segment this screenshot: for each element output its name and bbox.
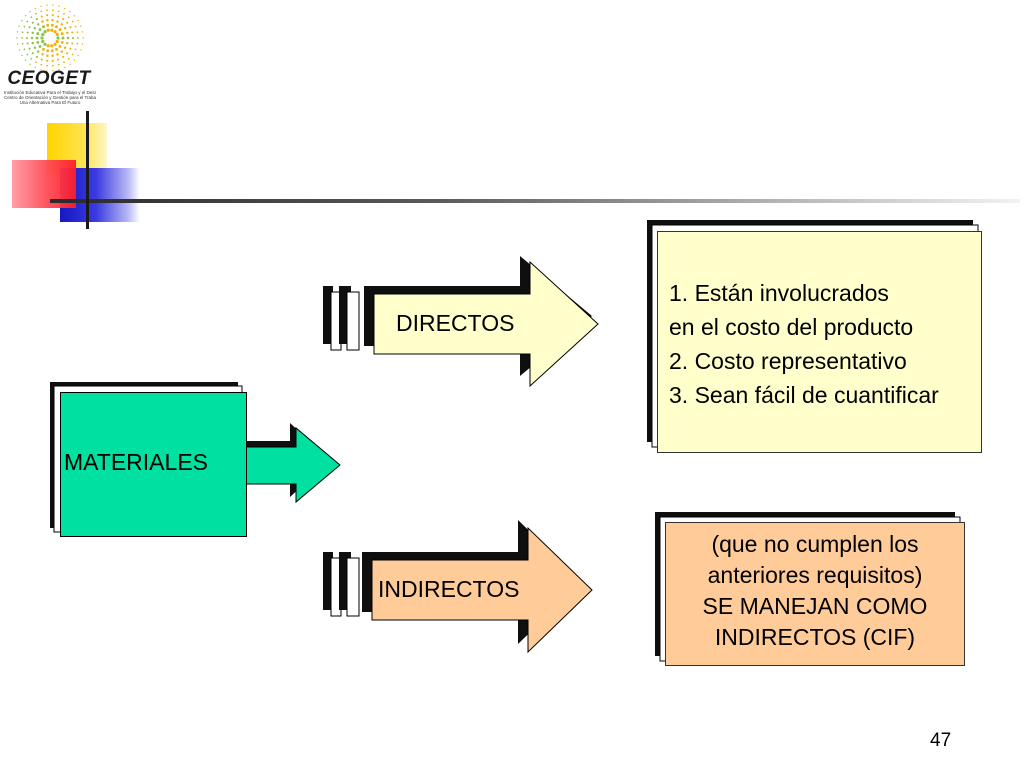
indirectos-arrow: [323, 520, 593, 654]
directos-description-line: 3. Sean fácil de cuantificar: [669, 382, 939, 408]
directos-description-line: 1. Están involucrados: [669, 280, 889, 306]
sunburst-logo-icon: [16, 4, 84, 72]
ceoget-logo: [6, 4, 94, 116]
indirectos-description-line: anteriores requisitos): [707, 562, 923, 588]
page-number: 47: [930, 730, 952, 751]
indirectos-description-line: SE MANEJAN COMO: [702, 593, 928, 619]
indirectos-label: INDIRECTOS: [378, 576, 520, 602]
indirectos-description-line: INDIRECTOS (CIF): [714, 624, 916, 650]
directos-description-line: en el costo del producto: [669, 314, 914, 340]
directos-description-box: [657, 231, 982, 453]
directos-description-line: 2. Costo representativo: [669, 348, 907, 374]
indirectos-description-line: (que no cumplen los: [711, 531, 919, 557]
logo-subtitle-3: Una Alternativa Para El Futuro: [19, 100, 81, 105]
indirectos-description: (que no cumplen los anteriores requisito…: [665, 529, 965, 653]
materiales-label: MATERIALES: [64, 449, 208, 475]
logo-subtitle-2: Centro de Orientación y Gestión para el …: [4, 95, 96, 100]
decor-horizontal-rule: [50, 199, 1020, 203]
directos-arrow: [323, 256, 599, 388]
decor-vertical-rule: [86, 111, 89, 229]
directos-description: 1. Están involucrados en el costo del pr…: [669, 276, 1009, 412]
materiales-box: [60, 392, 247, 537]
indirectos-description-box: [665, 522, 965, 666]
logo-subtitle-1: Institución Educativa Para el Trabajo y …: [4, 90, 96, 95]
logo-wordmark: CEOGET: [7, 68, 91, 89]
materiales-arrow: [240, 423, 341, 504]
directos-label: DIRECTOS: [396, 310, 515, 336]
